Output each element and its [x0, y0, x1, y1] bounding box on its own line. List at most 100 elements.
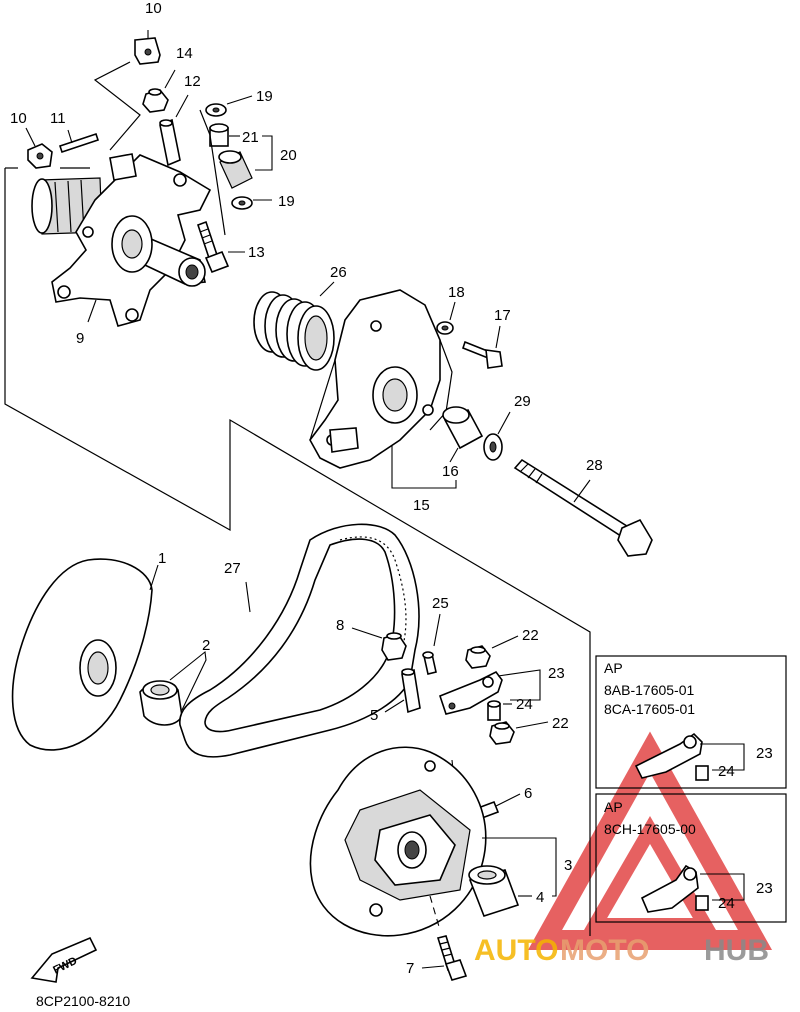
part-10-clip-top [134, 37, 161, 65]
dashed-guide-7 [429, 895, 441, 931]
watermark-text-auto: AUTO [474, 934, 558, 967]
leader-1 [149, 564, 159, 591]
label-22-bottom: 22 [552, 715, 569, 732]
ap-box-1: AP 8AB-17605-01 8CA-17605-01 23 24 [604, 660, 773, 780]
fwd-arrow-icon [30, 936, 98, 983]
leader-8 [351, 627, 383, 639]
label-25: 25 [432, 595, 449, 612]
diagram-code: 8CP2100-8210 [36, 993, 130, 1009]
leader-14 [164, 69, 176, 89]
bracket-15 [391, 446, 457, 489]
label-9: 9 [76, 330, 84, 347]
leader-25 [433, 613, 441, 647]
part-21-bushing [209, 123, 229, 147]
label-13: 13 [248, 244, 265, 261]
ap-box-1-label-24: 24 [718, 763, 735, 780]
label-23: 23 [548, 665, 565, 682]
label-29: 29 [514, 393, 531, 410]
label-11: 11 [50, 110, 66, 127]
label-1: 1 [158, 550, 166, 567]
part-24-bushing [487, 700, 501, 721]
part-18-washer [436, 321, 454, 335]
ap-box-2-line1: 8CH-17605-00 [604, 821, 696, 837]
leader-16 [449, 447, 459, 463]
label-16: 16 [442, 463, 459, 480]
ap-box-1-frame [595, 655, 787, 789]
watermark-text-hub: HUB [704, 934, 769, 967]
ap-box-1-line2: 8CA-17605-01 [604, 701, 695, 717]
guide-10-top [93, 61, 141, 151]
part-17-bolt [462, 340, 503, 369]
part-22-nut-bottom [489, 721, 515, 745]
leader-12 [175, 94, 189, 118]
part-19-washer-top [205, 103, 227, 117]
leader-17 [495, 325, 501, 349]
part-3-sliding-sheave [309, 746, 487, 937]
ap-box-1-line1: 8AB-17605-01 [604, 682, 695, 698]
part-14-nut [142, 88, 169, 113]
ap-box-1-arm [634, 732, 709, 781]
part-2-bushing [139, 680, 183, 726]
part-13-bolt [196, 220, 230, 274]
part-9-spider [31, 153, 212, 327]
ap-box-2-heading: AP [604, 799, 623, 815]
leader-28 [573, 479, 591, 503]
part-15-cover [309, 289, 453, 469]
label-15: 15 [413, 497, 430, 514]
ap-box-2-label-24: 24 [718, 895, 735, 912]
label-2: 2 [202, 637, 210, 654]
part-22-nut-top [465, 645, 491, 669]
part-1-sheave [11, 558, 153, 751]
leader-11 [67, 129, 73, 144]
part-19-washer-bottom [231, 196, 253, 210]
part-16-bushing [442, 406, 484, 450]
label-5: 5 [370, 707, 378, 724]
part-29-washer [483, 433, 503, 461]
watermark-triangle-outer [527, 731, 773, 950]
ap-box-1-label-23: 23 [756, 745, 773, 762]
leader-26 [319, 281, 335, 297]
assembly-outline-lines [4, 167, 591, 936]
part-25-pin [422, 651, 437, 675]
ap-box-2-bracket [700, 873, 745, 901]
bracket-3 [482, 837, 557, 897]
part-20-roller [218, 150, 253, 189]
leader-9 [87, 299, 97, 323]
part-5-pin [401, 668, 421, 714]
part-28-long-bolt [513, 458, 653, 557]
leader-22-bottom [515, 721, 549, 729]
label-4: 4 [536, 889, 544, 906]
label-10-left: 10 [10, 110, 27, 127]
part-8-nut [381, 632, 407, 661]
label-3: 3 [564, 857, 572, 874]
part-12-pin [159, 118, 181, 167]
leader-27 [245, 581, 251, 613]
label-8: 8 [336, 617, 344, 634]
leader-19-top [226, 95, 253, 105]
label-12: 12 [184, 73, 201, 90]
part-27-belt [179, 523, 420, 758]
part-7-bolt [436, 935, 468, 981]
label-18: 18 [448, 284, 465, 301]
leader-6 [495, 793, 521, 807]
leader-7 [421, 965, 445, 969]
leader-10-left [25, 127, 36, 147]
label-17: 17 [494, 307, 511, 324]
leader-5 [384, 699, 405, 713]
label-22-top: 22 [522, 627, 539, 644]
label-27: 27 [224, 560, 241, 577]
bracket-20 [255, 135, 273, 171]
part-23-arm [439, 670, 503, 715]
watermark-text-moto: MOTO [560, 934, 649, 967]
label-19-bottom: 19 [278, 193, 295, 210]
label-10-top: 10 [145, 0, 162, 17]
part-10-clip-left [27, 143, 53, 169]
part-labels: 10 14 12 19 21 20 19 10 11 9 13 26 18 17… [10, 0, 603, 977]
label-7: 7 [406, 960, 414, 977]
watermark-text: AUTO MOTO HUB [474, 934, 769, 967]
ap-box-2-arm [640, 864, 709, 913]
label-14: 14 [176, 45, 193, 62]
ap-box-1-heading: AP [604, 660, 623, 676]
